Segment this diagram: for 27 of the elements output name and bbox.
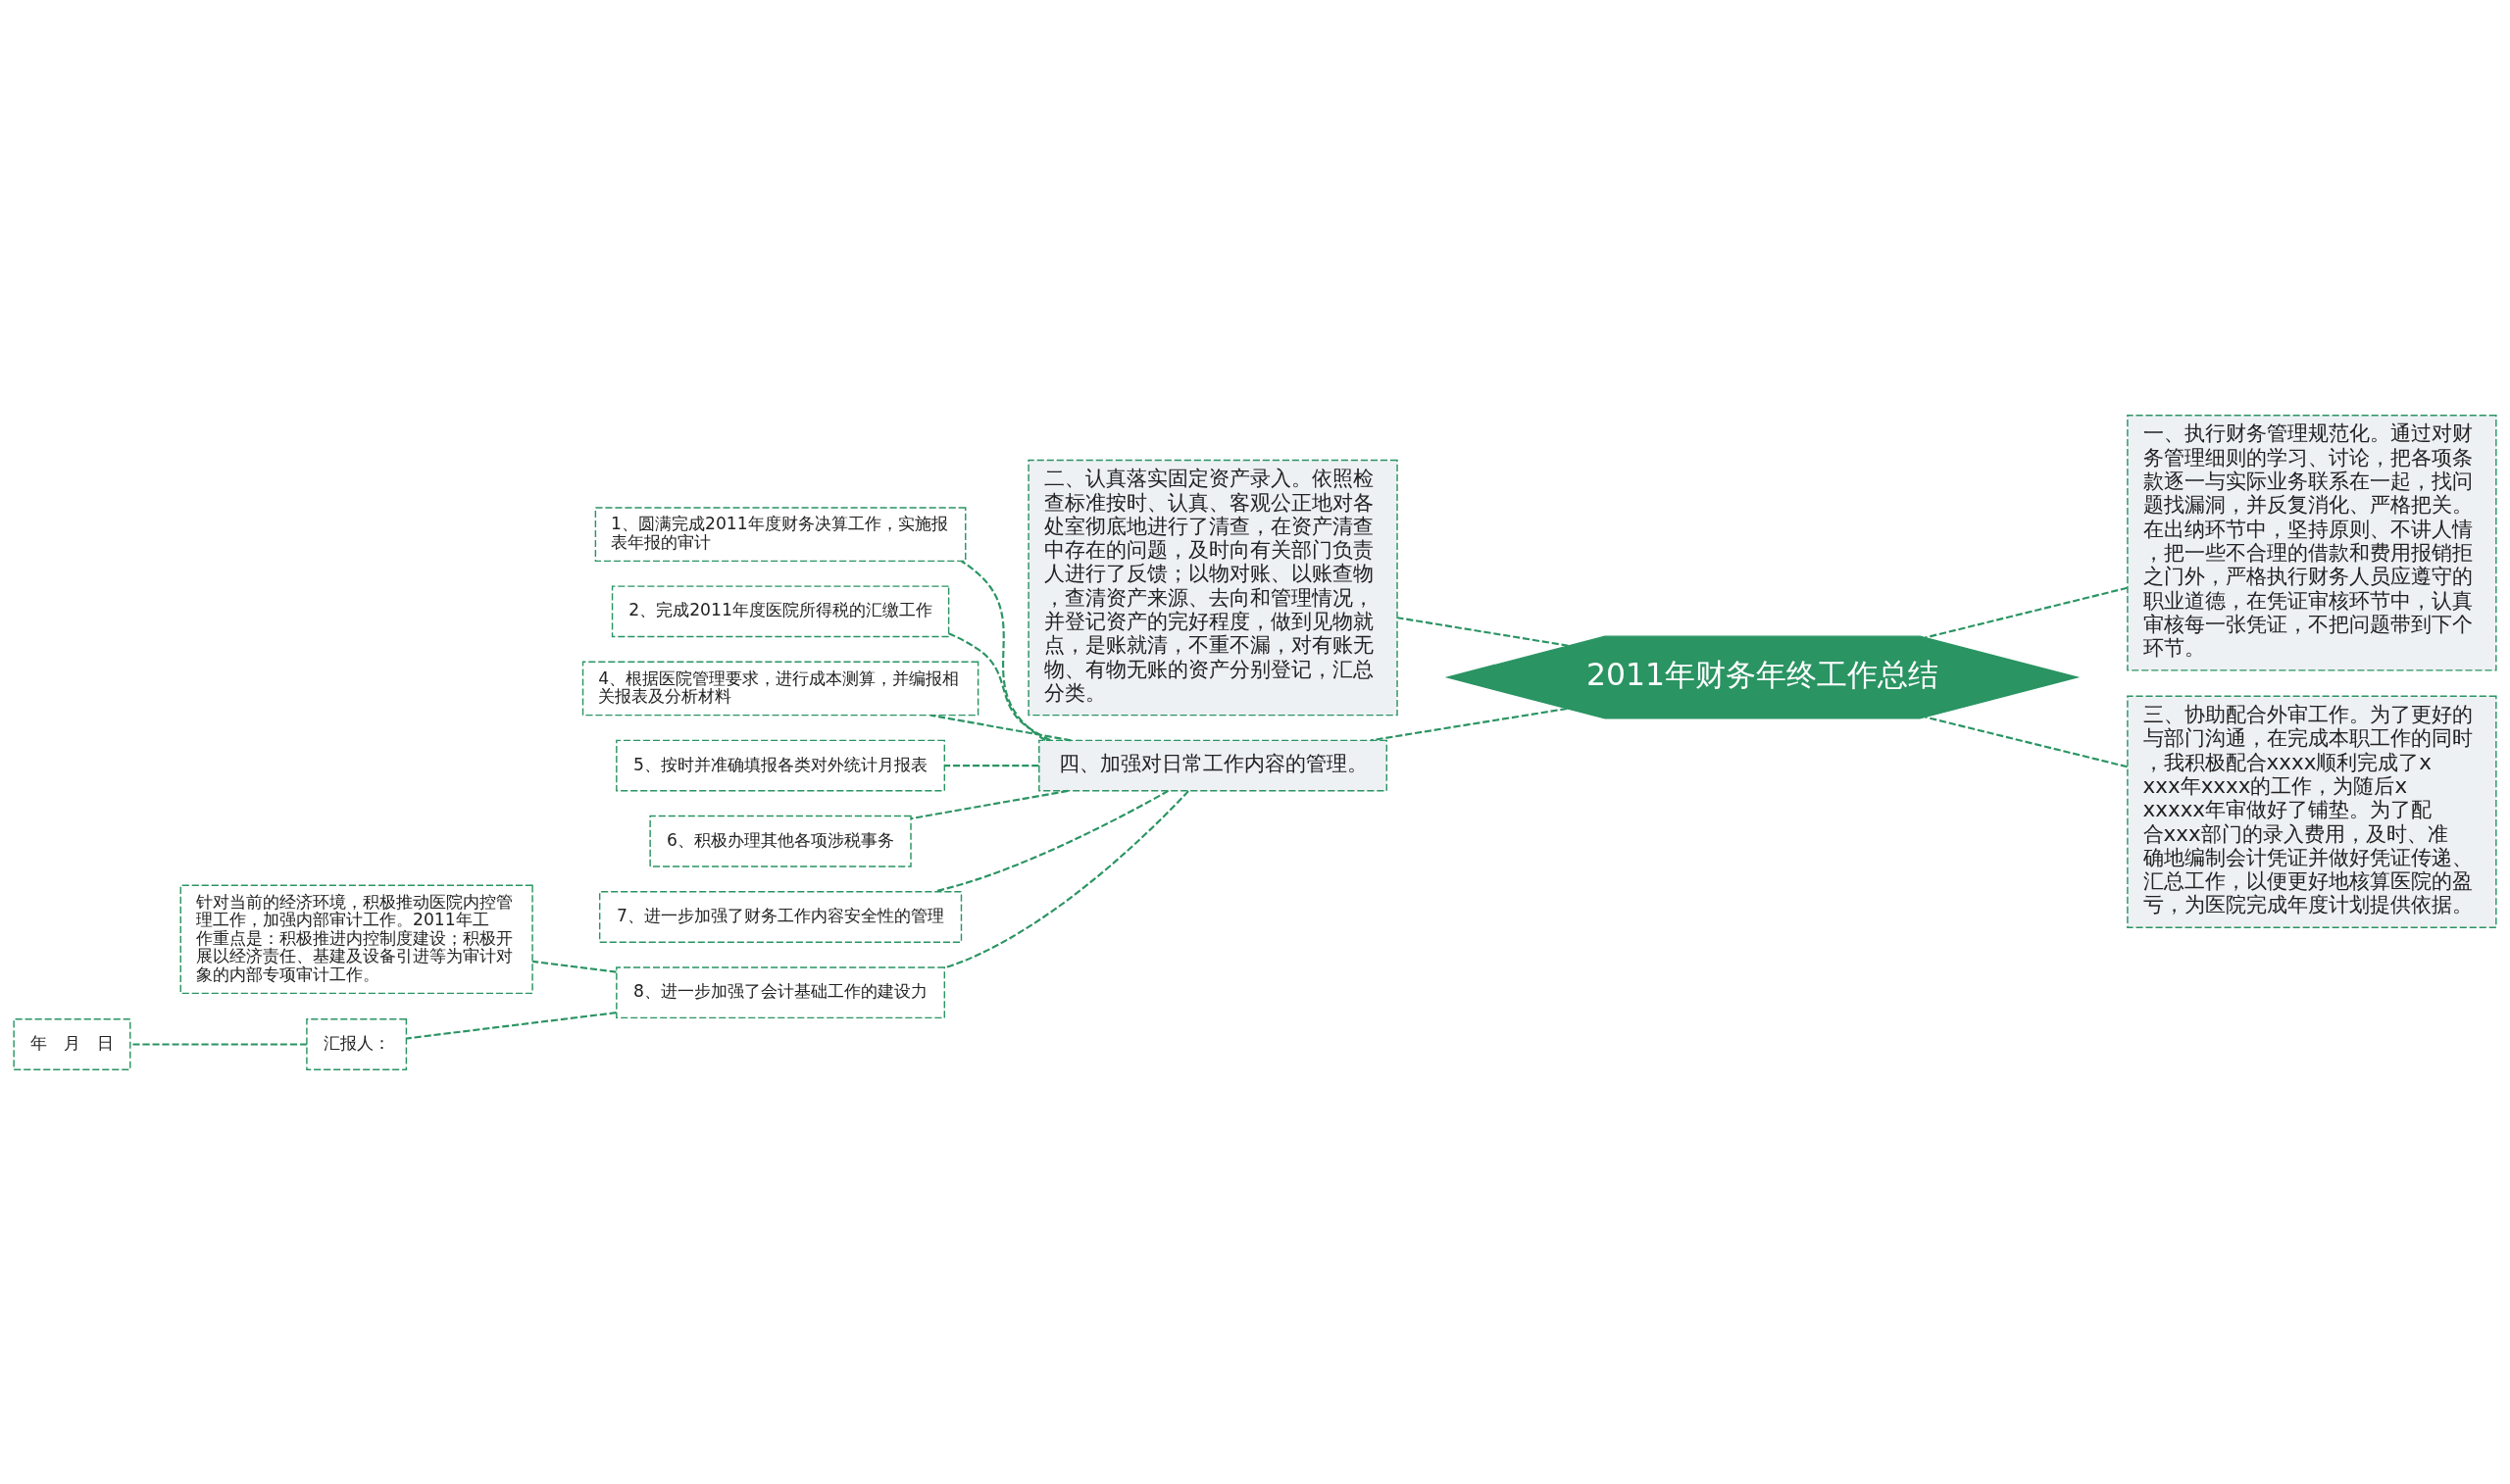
connector	[406, 1011, 617, 1039]
node-box: 年 月 日	[13, 1017, 131, 1070]
connector	[930, 714, 1072, 741]
node-box: 8、进一步加强了会计基础工作的建设力	[616, 965, 946, 1018]
node-box: 4、根据医院管理要求，进行成本测算，并编报相关报表及分析材料	[581, 661, 979, 716]
node-box: 6、积极办理其他各项涉税事务	[649, 815, 912, 867]
connector	[1397, 616, 1569, 647]
node-box: 三、协助配合外审工作。为了更好的与部门沟通，在完成本职工作的同时，我积极配合xxxx顺利完成了xxxx年xxxx的工作，为随后xxxxxx年审做好了铺垫。为了配合xxx部门的录入费用，及时、准确地编制会计凭证并做好凭证传递、汇总工作，以便更好地核算医院的盈亏，为医院完成年度计划提供依据。	[2127, 695, 2497, 928]
connector	[910, 789, 1069, 819]
node-box: 汇报人：	[306, 1017, 408, 1070]
node-box: 二、认真落实固定资产录入。依照检查标准按时、认真、客观公正地对各处室彻底地进行了清查，在资产清查中存在的问题，及时向有关部门负责人进行了反馈；以物对账、以账查物，查清资产来源、去向和管理情况，并登记资产的完好程度，做到见物就点，是账就清，不重不漏，对有账无物、有物无账的资产分别登记，汇总分类。	[1028, 459, 1398, 716]
node-box: 2、完成2011年度医院所得税的汇缴工作	[611, 584, 950, 637]
connector	[961, 560, 1046, 741]
node-box: 针对当前的经济环境，积极推动医院内控管理工作，加强内部审计工作。2011年工作重点是：积极推进内控制度建设；积极开展以经济责任、基建及设备引进等为审计对象的内部专项审计工作。	[179, 884, 533, 994]
node-box: 7、进一步加强了财务工作内容安全性的管理	[598, 890, 963, 943]
connector	[1925, 715, 2128, 767]
node-box: 5、按时并准确填报各类对外统计月报表	[616, 739, 946, 792]
connector	[944, 789, 1189, 968]
connector	[1925, 586, 2128, 639]
connector	[130, 1043, 307, 1046]
connector	[532, 960, 617, 973]
node-box: 四、加强对日常工作内容的管理。	[1038, 739, 1388, 792]
node-box: 1、圆满完成2011年度财务决算工作，实施报表年报的审计	[594, 506, 967, 562]
connector	[944, 764, 1039, 767]
connector	[948, 631, 1051, 741]
node-box: 一、执行财务管理规范化。通过对财务管理细则的学习、讨论，把各项条款逐一与实际业务联系在一起，找问题找漏洞，并反复消化、严格把关。在出纳环节中，坚持原则、不讲人情，把一些不合理的借款和费用报销拒之门外，严格执行财务人员应遵守的职业道德，在凭证审核环节中，认真审核每一张凭证，不把问题带到下个环节。	[2127, 414, 2497, 671]
connector	[1371, 707, 1568, 741]
